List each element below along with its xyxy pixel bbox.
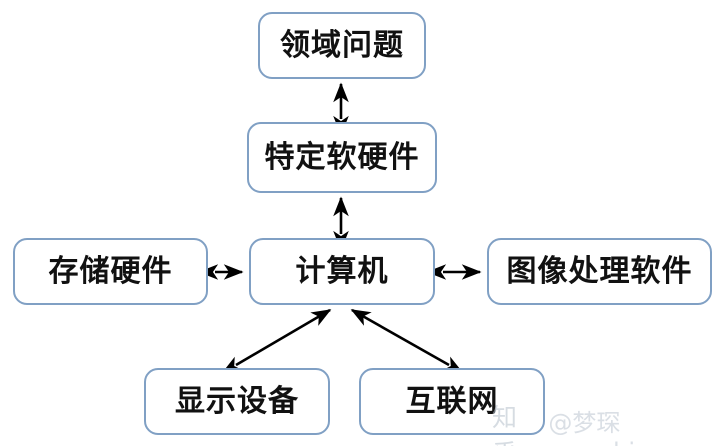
edge-computer-display — [221, 308, 332, 374]
node-label-image-software: 图像处理软件 — [506, 253, 693, 289]
node-domain-problem[interactable]: 领域问题 — [258, 12, 426, 79]
node-label-storage-hardware: 存储硬件 — [48, 253, 173, 289]
node-specific-hw-sw[interactable]: 特定软硬件 — [247, 122, 437, 193]
edge-computer-internet — [350, 308, 464, 374]
node-label-domain-problem: 领域问题 — [280, 27, 404, 63]
node-label-specific-hw-sw: 特定软硬件 — [264, 139, 420, 175]
node-label-computer: 计算机 — [295, 253, 389, 289]
node-display-device[interactable]: 显示设备 — [144, 368, 330, 435]
node-image-software[interactable]: 图像处理软件 — [487, 238, 712, 305]
zhihu-logo-text: 知乎 — [492, 403, 519, 446]
node-internet[interactable]: 互联网 — [359, 368, 545, 435]
node-computer[interactable]: 计算机 — [249, 238, 435, 305]
node-storage-hardware[interactable]: 存储硬件 — [13, 238, 208, 305]
node-label-internet: 互联网 — [405, 383, 499, 419]
watermark: 知乎 @梦琛mayshine — [492, 398, 720, 446]
node-label-display-device: 显示设备 — [175, 383, 299, 419]
watermark-handle: @梦琛mayshine — [548, 408, 665, 446]
